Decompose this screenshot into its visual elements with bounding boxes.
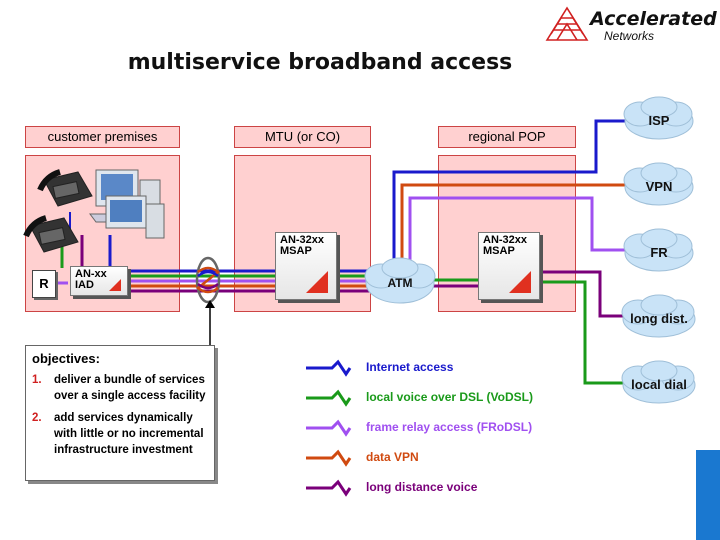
legend-label-internet: Internet access — [366, 360, 454, 374]
atm-cloud-label: ATM — [387, 276, 413, 290]
iad-device: AN-xx IAD — [70, 266, 128, 296]
cloud-isp-label: ISP — [648, 113, 670, 128]
legend-swatch — [306, 389, 352, 407]
legend-swatch — [306, 449, 352, 467]
page-title: multiservice broadband access — [127, 50, 513, 75]
legend-label-long-distance: long distance voice — [366, 480, 478, 494]
objectives-title: objectives: — [32, 351, 100, 366]
red-triangle-icon — [109, 279, 121, 291]
column-header-regional-pop: regional POP — [438, 126, 576, 148]
legend-label-data-vpn: data VPN — [366, 450, 419, 464]
red-triangle-icon — [509, 271, 531, 293]
msap-pop-label: AN-32xx MSAP — [483, 234, 528, 257]
legend-label-vodsl: local voice over DSL (VoDSL) — [366, 390, 533, 404]
route-fr — [408, 196, 628, 262]
objectives-box: objectives: 1. deliver a bundle of servi… — [25, 345, 215, 481]
telephone-icon — [37, 169, 93, 207]
red-triangle-icon — [306, 271, 328, 293]
objective-text: deliver a bundle of services over a sing… — [54, 374, 206, 402]
computer-icon-2 — [105, 195, 165, 239]
logo-mark-icon — [545, 6, 589, 41]
twisted-pair-coil — [195, 256, 221, 304]
msap-device-mtu: AN-32xx MSAP — [275, 232, 337, 300]
objective-number: 1. — [32, 374, 42, 386]
cloud-local-dial-label: local dial — [631, 377, 687, 392]
msap-device-pop: AN-32xx MSAP — [478, 232, 540, 300]
objective-item: 2. add services dynamically with little … — [32, 410, 208, 458]
msap-mtu-label: AN-32xx MSAP — [280, 234, 325, 257]
cloud-long-dist-label: long dist. — [630, 311, 688, 326]
coil-arrow-head — [205, 300, 215, 308]
cloud-vpn-label: VPN — [645, 179, 673, 194]
objective-number: 2. — [32, 412, 42, 424]
legend-label-frodsl: frame relay access (FRoDSL) — [366, 420, 533, 434]
logo-text: Accelerated — [590, 8, 717, 30]
column-header-customer-premises: customer premises — [25, 126, 180, 148]
legend-swatch — [306, 359, 352, 377]
route-isp — [392, 119, 628, 262]
telephone-icon-2 — [23, 215, 79, 253]
column-header-mtu: MTU (or CO) — [234, 126, 371, 148]
objective-item: 1. deliver a bundle of services over a s… — [32, 372, 208, 404]
corner-accent-bar — [696, 450, 720, 540]
iad-label: AN-xx IAD — [75, 268, 107, 291]
cloud-fr-label: FR — [650, 245, 668, 260]
logo-subtext: Networks — [604, 29, 655, 43]
route-long-dist — [540, 270, 628, 318]
legend-swatch — [306, 419, 352, 437]
legend-swatch — [306, 479, 352, 497]
router-box: R — [32, 270, 56, 298]
cloud-shapes — [364, 96, 696, 404]
objective-text: add services dynamically with little or … — [54, 412, 204, 456]
route-local-dial — [540, 280, 628, 385]
route-vpn — [400, 183, 628, 262]
